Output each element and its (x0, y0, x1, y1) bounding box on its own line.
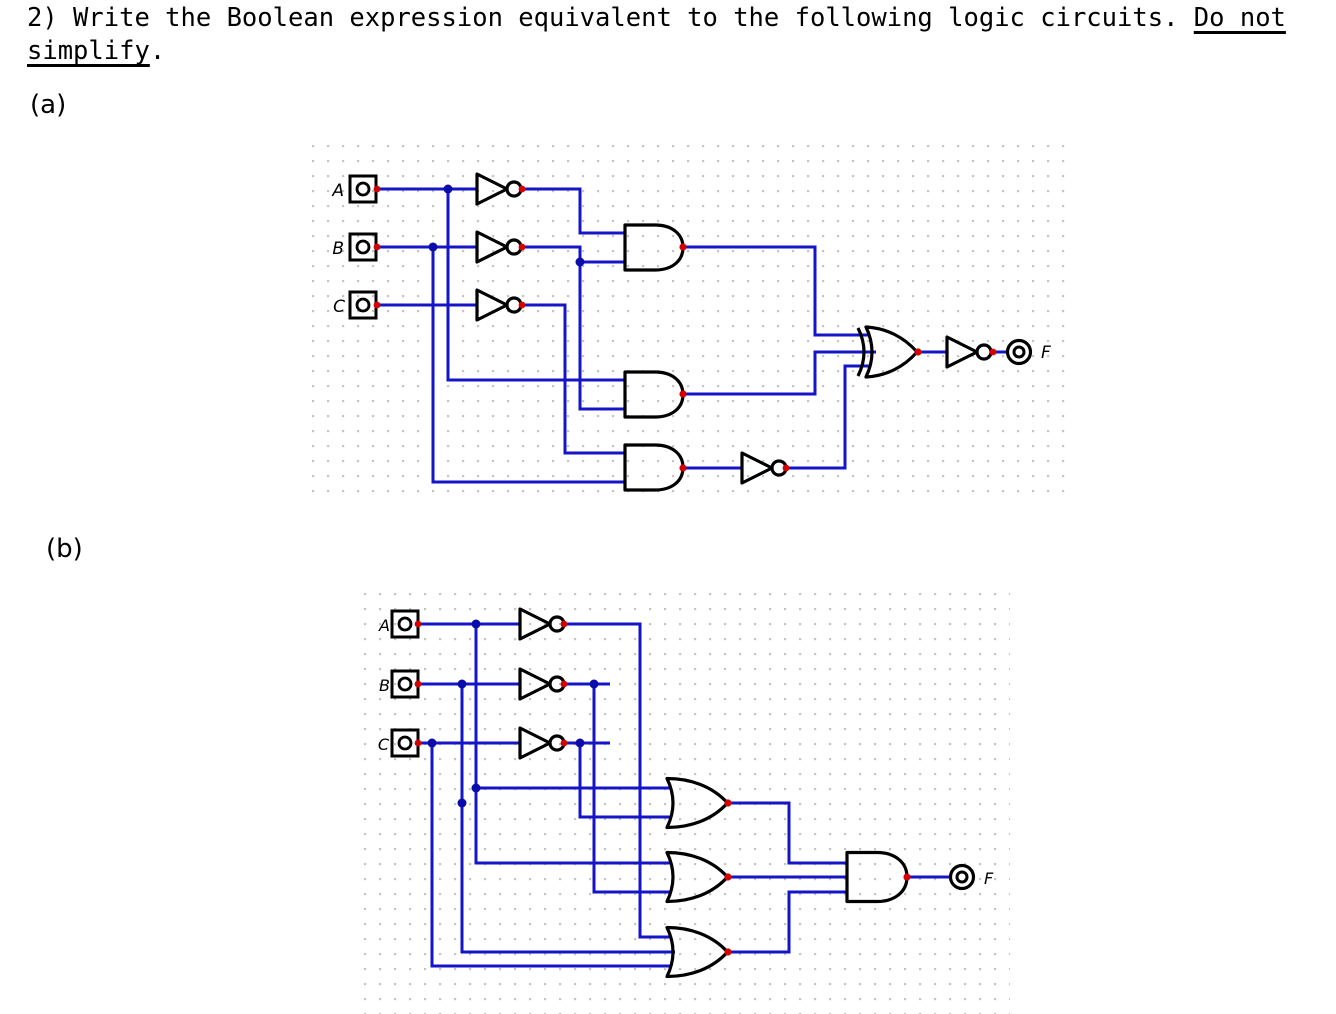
junction-dot (589, 679, 599, 689)
section-b-label: (b) (46, 534, 83, 564)
wire (565, 622, 671, 939)
junction-dot (427, 738, 437, 748)
junction-dot (443, 184, 453, 194)
junction-dots-b (427, 619, 599, 808)
wire (522, 303, 625, 455)
question-text-line1: 2) Write the Boolean expression equivale… (27, 3, 1286, 33)
wire (728, 890, 847, 954)
pin-label: B (332, 239, 344, 259)
or-gate-bottom (665, 925, 730, 979)
wire (522, 187, 625, 235)
grid-a (310, 142, 1068, 500)
wire (430, 743, 671, 968)
grid-b (358, 587, 1010, 1014)
pin-label: A (331, 181, 344, 201)
junction-dot (471, 783, 481, 793)
or-gate-middle (665, 850, 730, 904)
pin-label: A (378, 616, 390, 635)
junction-dot (575, 257, 585, 267)
junction-dots-a (428, 184, 585, 267)
question-text-underlined: Do not (1193, 3, 1286, 33)
circuit-a-canvas: A B C F (310, 142, 1068, 500)
wires-b (418, 622, 951, 968)
wire (460, 684, 675, 954)
wire (578, 743, 671, 819)
junction-dot (471, 619, 481, 629)
wires-a (377, 187, 1008, 484)
junction-dot (457, 679, 467, 689)
or-gate-top (665, 776, 730, 830)
wire (728, 801, 847, 865)
wire (431, 247, 625, 484)
period: . (149, 36, 166, 66)
wire (786, 364, 870, 470)
junction-dot (428, 242, 438, 252)
output-pin-f-b[interactable] (948, 863, 976, 891)
section-a-label: (a) (30, 90, 67, 120)
wire (474, 624, 672, 865)
pin-label: C (378, 735, 390, 754)
xor-gate (856, 325, 919, 379)
wire (522, 245, 625, 411)
output-label: F (1041, 343, 1051, 363)
simplify-underlined: simplify (27, 36, 150, 66)
wire (683, 245, 870, 337)
junction-dot (575, 738, 585, 748)
wire (592, 684, 671, 894)
wire (683, 350, 876, 396)
output-label: F (984, 869, 994, 888)
junction-dot (457, 798, 467, 808)
question-text: 2) Write the Boolean expression equivale… (27, 3, 1194, 33)
question-text-line2: simplify. (27, 36, 165, 66)
connection-dots-a (373, 185, 997, 472)
pin-label: B (379, 676, 390, 695)
output-pin-f-a[interactable] (1005, 338, 1033, 366)
connection-dots-b (414, 620, 911, 956)
pin-label: C (333, 297, 345, 317)
circuit-b-canvas: A B C F (358, 587, 1010, 1014)
